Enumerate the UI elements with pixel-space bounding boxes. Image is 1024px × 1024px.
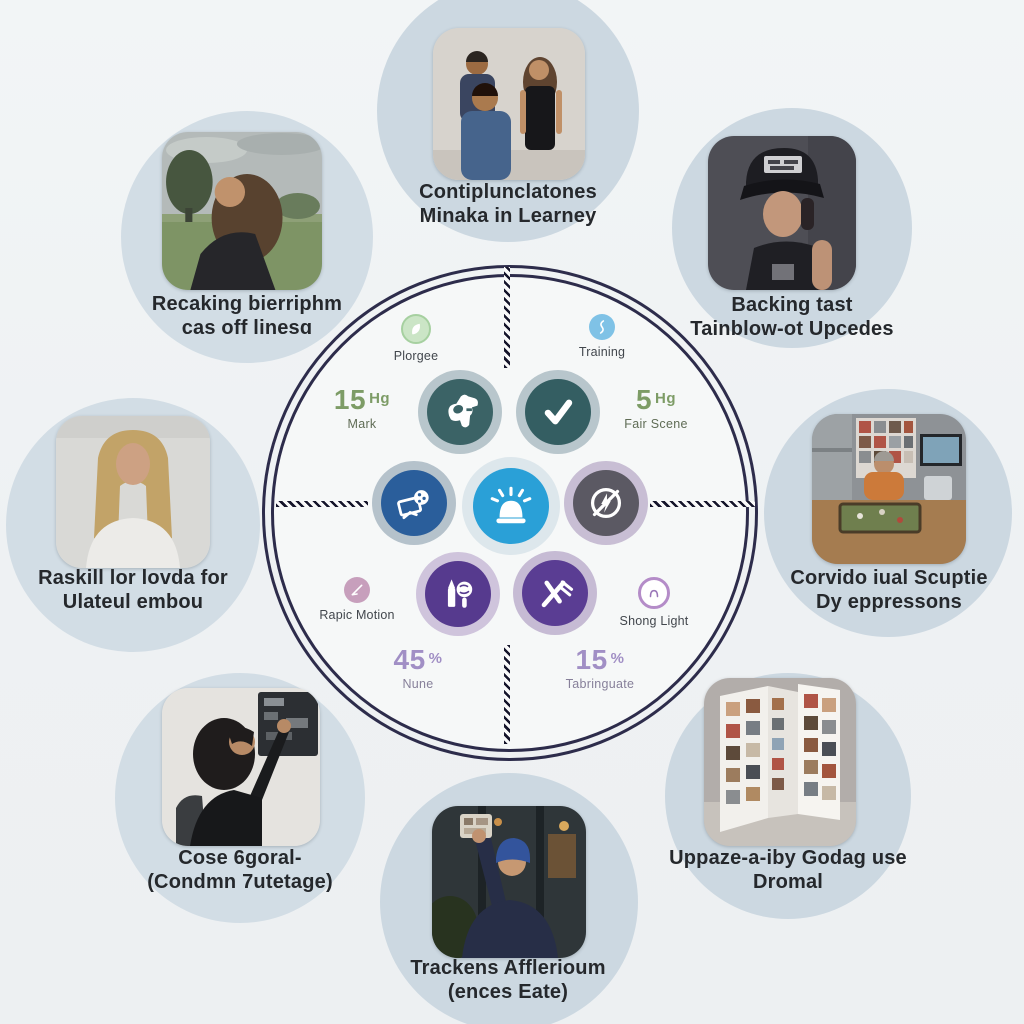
face-grid-standee-photo xyxy=(704,678,856,846)
siren-icon xyxy=(462,457,560,555)
leaf-icon xyxy=(401,314,431,344)
crossed-sticks-icon xyxy=(513,551,597,635)
minor-item-shong-light: Shong Light xyxy=(589,577,719,628)
stat-label: Nune xyxy=(402,677,434,691)
checkmark-icon xyxy=(516,370,600,454)
dog-icon xyxy=(418,370,502,454)
blonde-woman-portrait-photo xyxy=(56,416,210,568)
minor-label: Training xyxy=(578,345,626,359)
stat-tabringuate: 15% Tabringuate xyxy=(540,644,660,691)
central-circle-outer-ring xyxy=(262,265,758,761)
caption-right: Corvido iual Scuptie Dy eppressons xyxy=(790,567,988,613)
squiggle-icon xyxy=(589,314,615,340)
caption-left: Raskill lor lovda for Ulateul embou xyxy=(38,567,228,613)
three-people-studio-photo xyxy=(433,28,585,180)
minor-item-training: Training xyxy=(537,314,667,359)
dome-icon xyxy=(638,577,670,609)
marker-magnifier-icon xyxy=(416,552,500,636)
caption-top-center: Contiplunclatones Minaka in Learney xyxy=(419,181,597,227)
dashed-line-left xyxy=(276,501,368,507)
caption-bottom-right: Uppaze-a-iby Godag use Dromal xyxy=(669,847,907,893)
minor-item-plorgee: Plorgee xyxy=(351,314,481,363)
woman-black-cap-photo xyxy=(708,136,856,290)
woman-outdoors-field-photo xyxy=(162,132,322,290)
dashed-line-bottom xyxy=(504,645,510,744)
caption-top-left: Recaking bierriphm cas off linesɑ xyxy=(151,293,343,339)
central-circle-inner-ring xyxy=(271,274,749,752)
dashed-line-right xyxy=(650,501,755,507)
caption-bottom-center: Trackens Afflerioum (ences Eate) xyxy=(410,957,606,1003)
no-flash-icon xyxy=(564,461,648,545)
photo-card-icon xyxy=(372,461,456,545)
slash-icon xyxy=(344,577,370,603)
stat-label: Fair Scene xyxy=(624,417,688,431)
stat-nune: 45% Nune xyxy=(358,644,478,691)
minor-label: Plorgee xyxy=(393,349,439,363)
woman-pointing-board-photo xyxy=(162,688,320,846)
minor-label: Shong Light xyxy=(619,614,689,628)
man-orange-shirt-boardgame-photo xyxy=(812,414,966,564)
stat-label: Mark xyxy=(347,417,377,431)
dashed-line-top xyxy=(504,267,510,368)
caption-bottom-left: Cose 6goral- (Condmn 7utetage) xyxy=(147,847,333,893)
stat-label: Tabringuate xyxy=(565,677,635,691)
minor-label: Rapic Motion xyxy=(319,608,395,622)
man-blue-cap-photo xyxy=(432,806,586,958)
minor-item-rapic-motion: Rapic Motion xyxy=(292,577,422,622)
caption-top-right: Backing tast Tainblow-ot Upcedes xyxy=(690,294,894,340)
